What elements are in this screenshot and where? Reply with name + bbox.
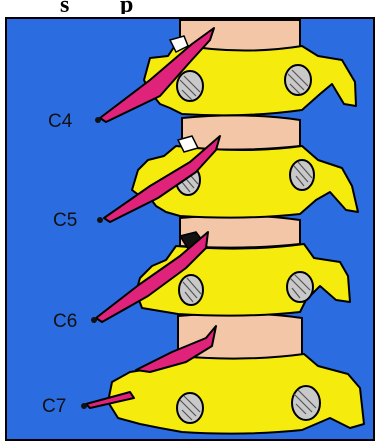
label-c5: C5 [53,210,77,231]
facet-c4-left [177,71,203,101]
pointer-c7 [81,403,87,409]
pointer-c4 [95,117,101,123]
label-c4: C4 [48,111,73,132]
facet-c6-left [179,275,203,305]
facet-c4-right [285,65,311,95]
label-c7: C7 [42,396,66,417]
disc-c4-c5 [182,115,300,149]
label-c6: C6 [53,311,77,332]
facet-c7-right [292,386,320,420]
pointer-c6 [91,317,97,323]
pointer-c5 [97,217,103,223]
